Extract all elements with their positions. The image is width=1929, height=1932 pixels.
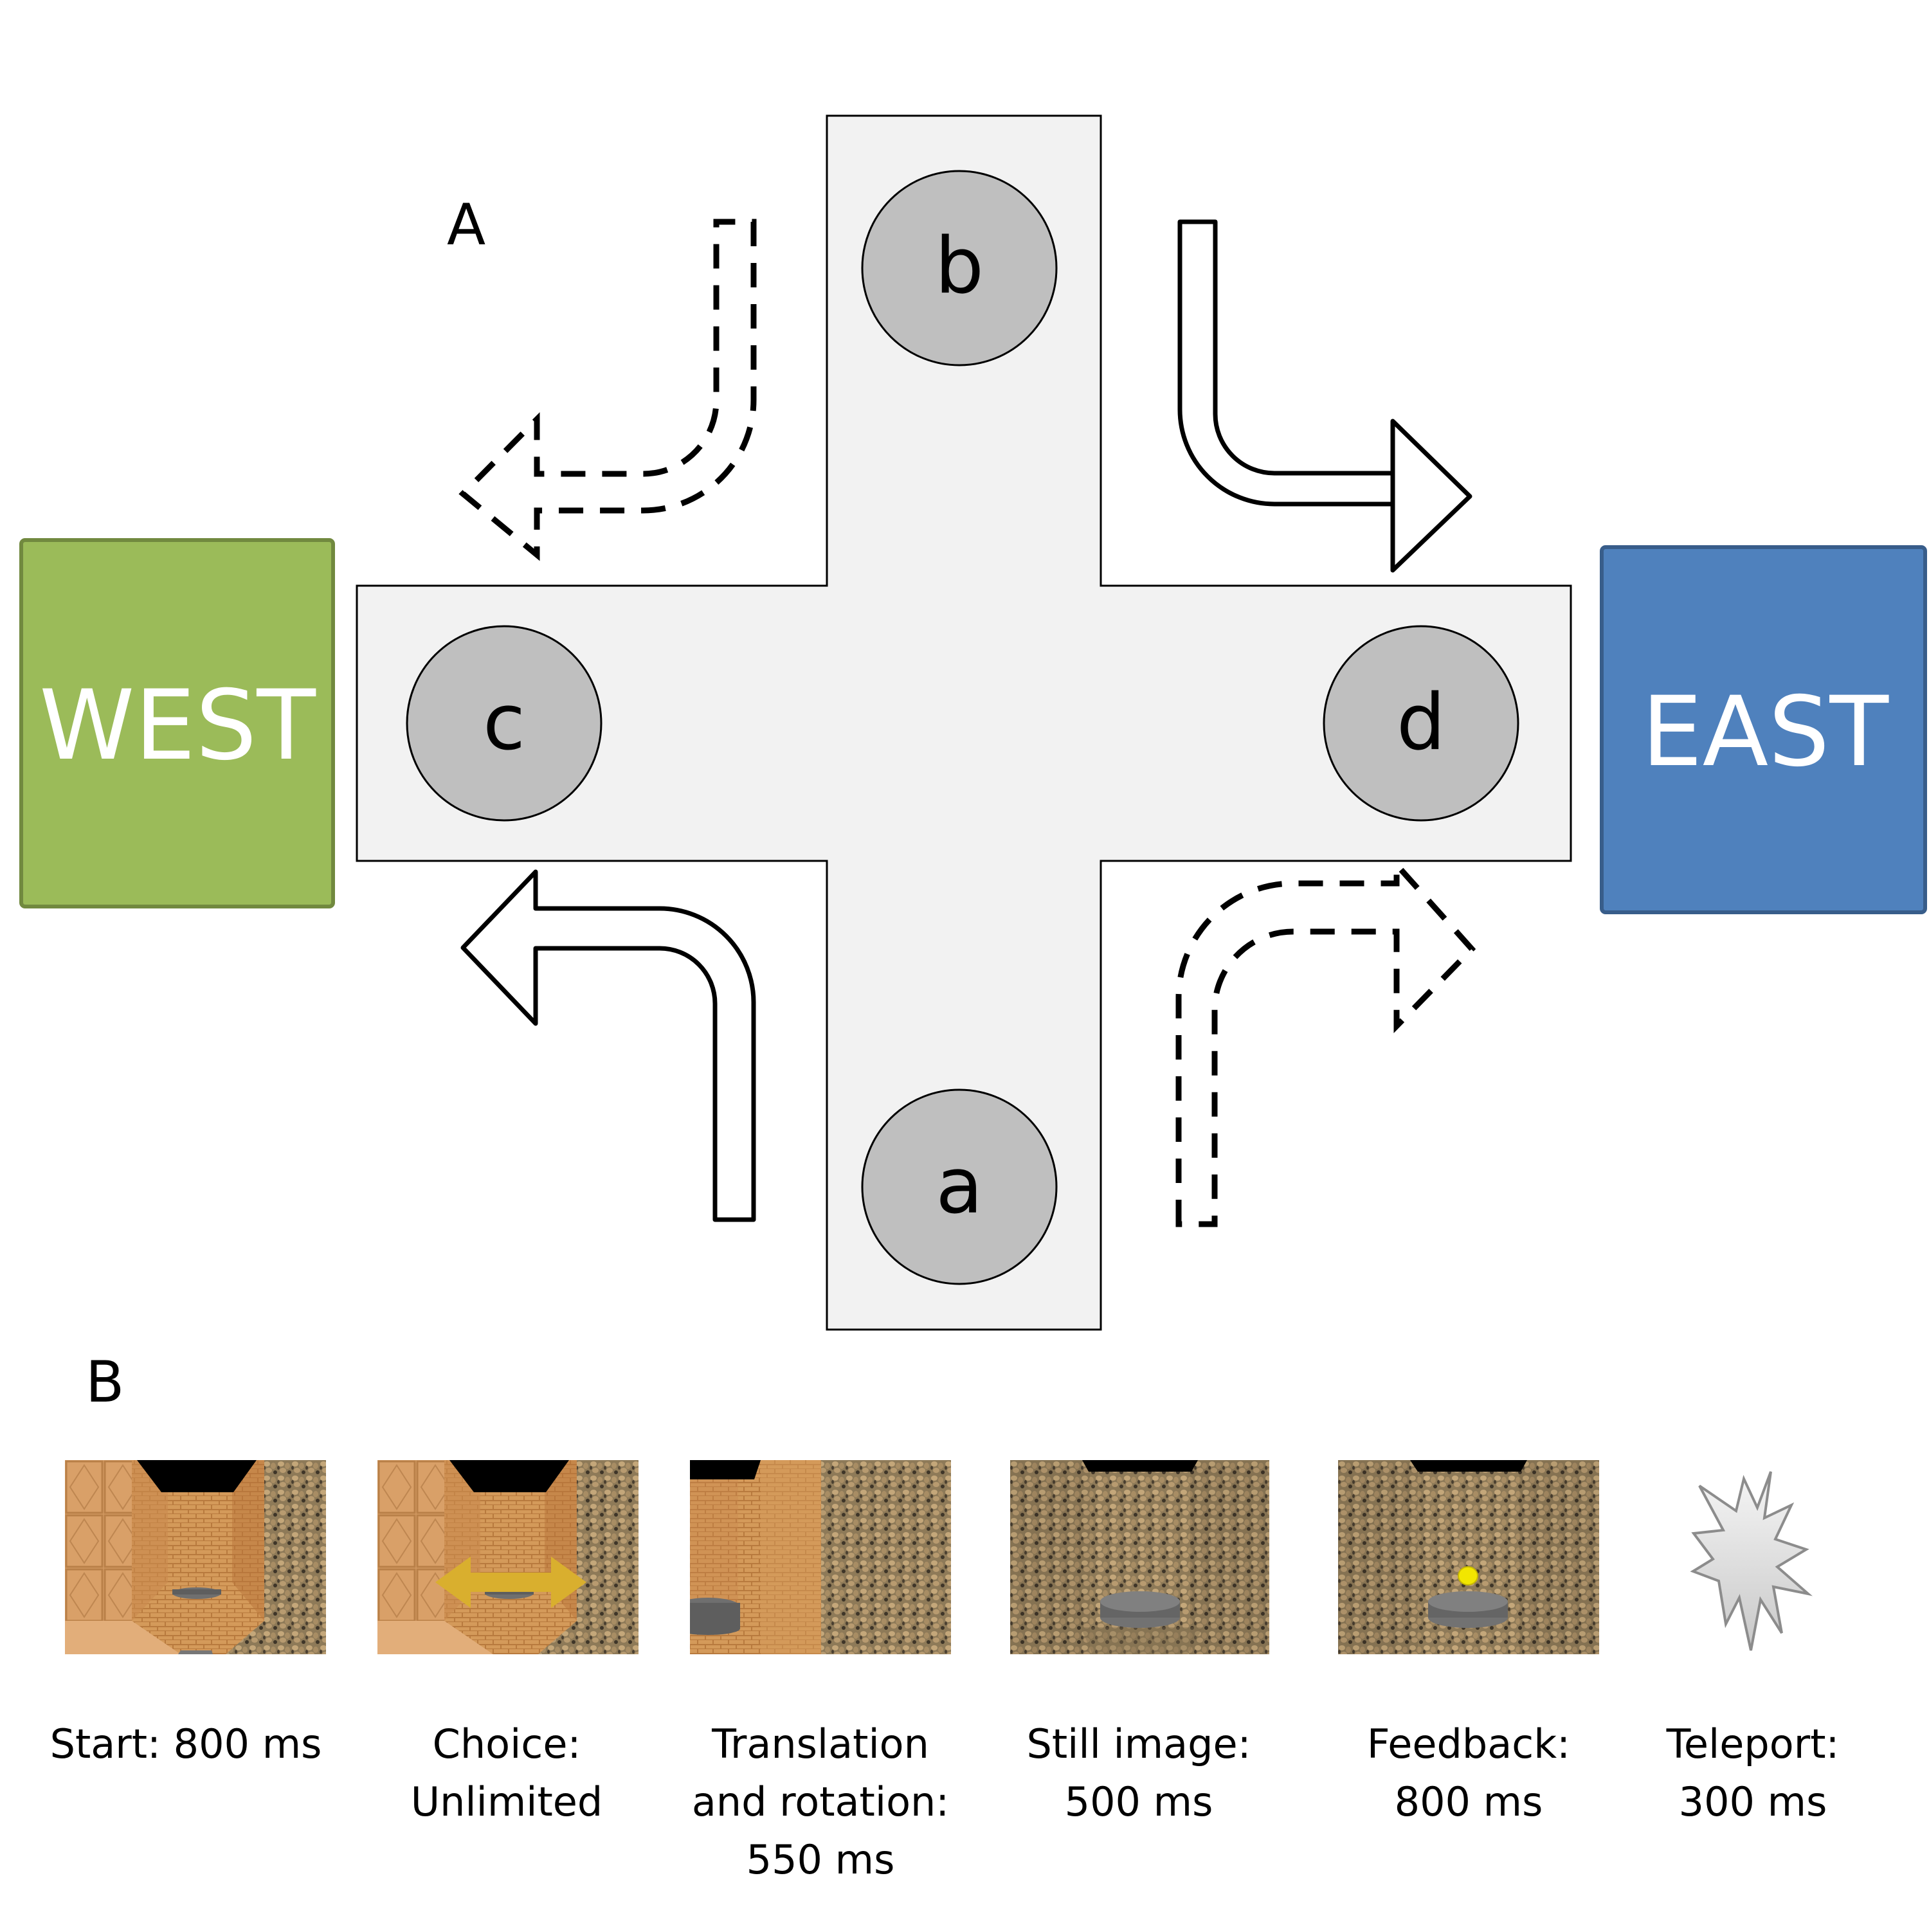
thumbnail-choice — [377, 1460, 638, 1654]
caption-start-line-1: Start: 800 ms — [50, 1720, 322, 1767]
caption-choice: Choice: Unlimited — [346, 1715, 667, 1831]
location-d-label: d — [1397, 678, 1445, 768]
caption-choice-line-2: Unlimited — [410, 1778, 603, 1825]
reward-coin-icon — [1458, 1566, 1478, 1585]
location-a-label: a — [936, 1142, 983, 1231]
caption-teleport-line-1: Teleport: — [1666, 1720, 1840, 1767]
location-c: c — [406, 625, 602, 822]
panel-b-label: B — [86, 1349, 124, 1415]
plus-maze — [356, 114, 1572, 1331]
location-b: b — [861, 170, 1058, 366]
east-goal: EAST — [1600, 545, 1927, 914]
thumbnail-start — [65, 1460, 326, 1654]
west-goal: WEST — [19, 538, 335, 908]
caption-teleport-line-2: 300 ms — [1678, 1778, 1827, 1825]
caption-still: Still image: 500 ms — [978, 1715, 1300, 1831]
arrow-b-to-east-icon — [1177, 219, 1472, 573]
caption-start: Start: 800 ms — [25, 1715, 347, 1773]
caption-translation-line-2: and rotation: — [691, 1778, 950, 1825]
location-a: a — [861, 1088, 1058, 1285]
location-d-circle — [1323, 625, 1519, 822]
east-goal-box — [1600, 545, 1927, 914]
caption-feedback-line-2: 800 ms — [1394, 1778, 1543, 1825]
location-c-circle — [406, 625, 602, 822]
caption-translation: Translation and rotation: 550 ms — [660, 1715, 981, 1889]
caption-teleport: Teleport: 300 ms — [1592, 1715, 1914, 1831]
caption-feedback: Feedback: 800 ms — [1308, 1715, 1629, 1831]
east-goal-label: EAST — [1642, 676, 1890, 788]
west-goal-box — [19, 538, 335, 908]
location-a-circle — [861, 1088, 1058, 1285]
location-d: d — [1323, 625, 1519, 822]
arrow-a-to-east-dashed-icon — [1175, 857, 1476, 1227]
thumbnail-feedback — [1338, 1460, 1599, 1654]
caption-still-line-2: 500 ms — [1064, 1778, 1213, 1825]
thumbnail-translation — [690, 1460, 951, 1654]
caption-translation-line-3: 550 ms — [746, 1836, 895, 1883]
caption-translation-line-1: Translation — [712, 1720, 929, 1767]
thumbnail-still — [1010, 1460, 1269, 1654]
location-b-label: b — [935, 222, 984, 311]
teleport-starburst-icon — [1690, 1471, 1813, 1651]
arrow-b-to-west-dashed-icon — [458, 219, 757, 561]
caption-still-line-1: Still image: — [1026, 1720, 1251, 1767]
panel-a-label: A — [447, 192, 485, 258]
choice-double-arrow-icon — [435, 1557, 586, 1608]
caption-feedback-line-1: Feedback: — [1366, 1720, 1571, 1767]
west-goal-label: WEST — [39, 670, 316, 782]
caption-choice-line-1: Choice: — [432, 1720, 581, 1767]
arrow-a-to-west-icon — [460, 869, 756, 1222]
location-c-label: c — [483, 678, 525, 768]
location-b-circle — [861, 170, 1058, 366]
